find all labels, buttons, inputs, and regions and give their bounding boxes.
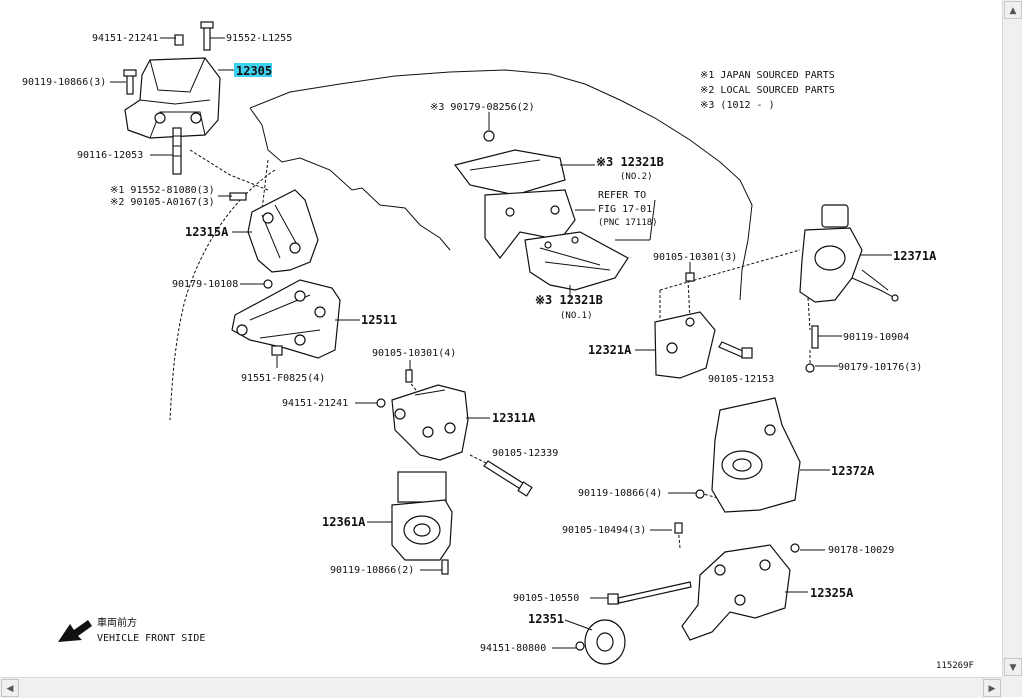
part-12351-bushing-drawing	[575, 619, 626, 665]
label-94151-21241-top[interactable]: 94151-21241	[92, 33, 158, 44]
label-90179-10176[interactable]: 90179-10176(3)	[838, 362, 922, 373]
label-12305[interactable]: 12305	[236, 64, 272, 78]
label-94151-21241-mid[interactable]: 94151-21241	[282, 398, 348, 409]
label-12361a[interactable]: 12361A	[322, 515, 366, 529]
part-12305-mount-drawing	[123, 21, 221, 175]
label-no2: (NO.2)	[620, 172, 653, 182]
label-94151-80800[interactable]: 94151-80800	[480, 643, 546, 654]
label-91552-81080[interactable]: ※1 91552-81080(3)	[110, 185, 215, 196]
label-90105-10301-mid[interactable]: 90105-10301(4)	[372, 348, 456, 359]
scroll-left-icon[interactable]: ◀	[1, 679, 19, 697]
label-90179-10108[interactable]: 90179-10108	[172, 279, 238, 290]
label-refer-to: REFER TO	[598, 190, 646, 201]
label-12321b-no2[interactable]: ※3 12321B	[596, 155, 664, 169]
note-japan-sourced: ※1 JAPAN SOURCED PARTS	[700, 70, 835, 81]
bracket-refer-fig-drawing	[484, 189, 576, 259]
scrollbar-corner	[1002, 677, 1022, 697]
part-12372a-bracket-drawing	[695, 397, 801, 513]
label-vehicle-front-side: VEHICLE FRONT SIDE	[97, 633, 205, 644]
scroll-up-icon[interactable]: ▲	[1004, 1, 1022, 19]
label-90119-10866-3[interactable]: 90119-10866(3)	[22, 77, 106, 88]
bolt-90105-12339-drawing	[483, 460, 533, 497]
label-front-jp: 車両前方	[97, 616, 137, 629]
label-90105-12153[interactable]: 90105-12153	[708, 374, 774, 385]
label-12511[interactable]: 12511	[361, 313, 397, 327]
label-91552-l1255[interactable]: 91552-L1255	[226, 33, 292, 44]
diagram-viewer: 94151-21241 91552-L1255 12305 90119-1086…	[22, 21, 974, 671]
label-90119-10904[interactable]: 90119-10904	[843, 332, 909, 343]
part-12371a-mount-drawing	[799, 204, 899, 373]
label-12311a[interactable]: 12311A	[492, 411, 536, 425]
part-12315a-bracket-drawing	[229, 189, 319, 289]
label-90179-08256[interactable]: ※3 90179-08256(2)	[430, 102, 535, 113]
label-pnc-17118: (PNC 17118)	[598, 218, 658, 228]
label-12351[interactable]: 12351	[528, 612, 564, 626]
part-12311a-bracket-drawing	[376, 369, 469, 461]
part-12321b-no2-drawing	[453, 130, 566, 196]
note-date-range: ※3 (1012 - )	[700, 100, 775, 111]
label-90105-10550[interactable]: 90105-10550	[513, 593, 579, 604]
part-12361a-mount-drawing	[391, 471, 453, 575]
part-12511-bracket-drawing	[231, 279, 341, 359]
vertical-scrollbar[interactable]: ▲ ▼	[1002, 0, 1022, 677]
label-12371a[interactable]: 12371A	[893, 249, 937, 263]
label-90119-10866-4[interactable]: 90119-10866(4)	[578, 488, 662, 499]
vehicle-front-arrow-icon	[58, 620, 92, 642]
label-90178-10029[interactable]: 90178-10029	[828, 545, 894, 556]
part-12325a-bracket-drawing	[607, 522, 800, 641]
highlight-12305	[234, 63, 272, 77]
label-91551-f0825[interactable]: 91551-F0825(4)	[241, 373, 325, 384]
engine-mount-parts-diagram: 94151-21241 91552-L1255 12305 90119-1086…	[22, 21, 974, 671]
label-90105-10494[interactable]: 90105-10494(3)	[562, 525, 646, 536]
label-fig-17-01[interactable]: FIG 17-01	[598, 204, 652, 215]
illustration-code: 115269F	[936, 661, 974, 671]
label-90105-10301-right[interactable]: 90105-10301(3)	[653, 252, 737, 263]
part-12321b-no1-drawing	[524, 231, 629, 291]
label-12321b-no1[interactable]: ※3 12321B	[535, 293, 603, 307]
label-90116-12053[interactable]: 90116-12053	[77, 150, 143, 161]
label-12325a[interactable]: 12325A	[810, 586, 854, 600]
label-90119-10866-2[interactable]: 90119-10866(2)	[330, 565, 414, 576]
scroll-right-icon[interactable]: ▶	[983, 679, 1001, 697]
label-12315a[interactable]: 12315A	[185, 225, 229, 239]
label-12372a[interactable]: 12372A	[831, 464, 875, 478]
label-12321a[interactable]: 12321A	[588, 343, 632, 357]
label-no1: (NO.1)	[560, 311, 593, 321]
note-local-sourced: ※2 LOCAL SOURCED PARTS	[700, 85, 835, 96]
label-90105-a0167[interactable]: ※2 90105-A0167(3)	[110, 197, 215, 208]
label-90105-12339[interactable]: 90105-12339	[492, 448, 558, 459]
horizontal-scrollbar[interactable]: ◀ ▶	[0, 677, 1002, 698]
part-12321a-bracket-drawing	[654, 272, 753, 379]
scroll-down-icon[interactable]: ▼	[1004, 658, 1022, 676]
